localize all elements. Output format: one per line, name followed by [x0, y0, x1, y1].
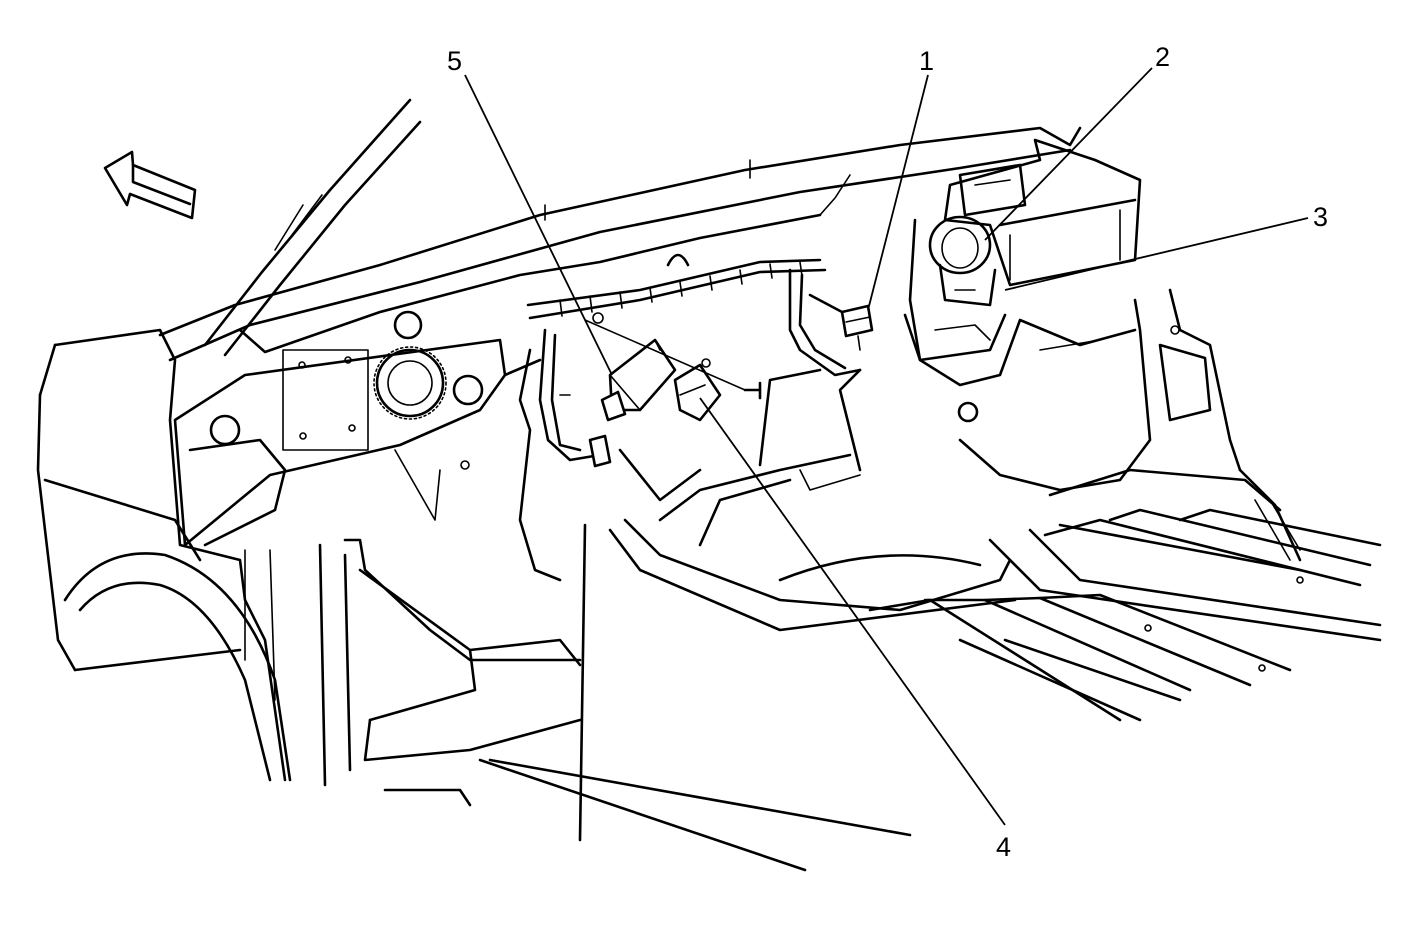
callout-4: 4 — [996, 832, 1011, 862]
right-floor-pan — [868, 508, 1382, 722]
right-kick-panel — [958, 288, 1302, 562]
windshield-pillar — [203, 98, 422, 357]
leader-line-2 — [984, 67, 1153, 241]
hvac-module — [903, 138, 1142, 423]
lower-dash-structure — [503, 348, 702, 582]
front-direction-arrow-icon — [103, 150, 197, 220]
leader-line-3 — [1004, 217, 1309, 291]
callout-3: 3 — [1313, 202, 1328, 232]
control-module — [600, 338, 677, 422]
center-tunnel — [608, 368, 1017, 632]
connector-module — [840, 304, 874, 351]
sensor-module — [584, 312, 762, 422]
callout-1: 1 — [919, 46, 934, 76]
left-floor-area — [343, 523, 912, 872]
left-body-side — [36, 328, 352, 787]
leader-line-1 — [867, 74, 929, 311]
callout-5: 5 — [447, 46, 462, 76]
wiring-harness — [526, 253, 862, 468]
leader-lines — [464, 67, 1309, 826]
left-dash-panel — [173, 310, 507, 547]
callout-2: 2 — [1155, 42, 1170, 72]
instrument-panel-top — [158, 126, 1082, 362]
leader-line-4 — [699, 397, 1006, 826]
leader-line-5 — [464, 74, 613, 376]
